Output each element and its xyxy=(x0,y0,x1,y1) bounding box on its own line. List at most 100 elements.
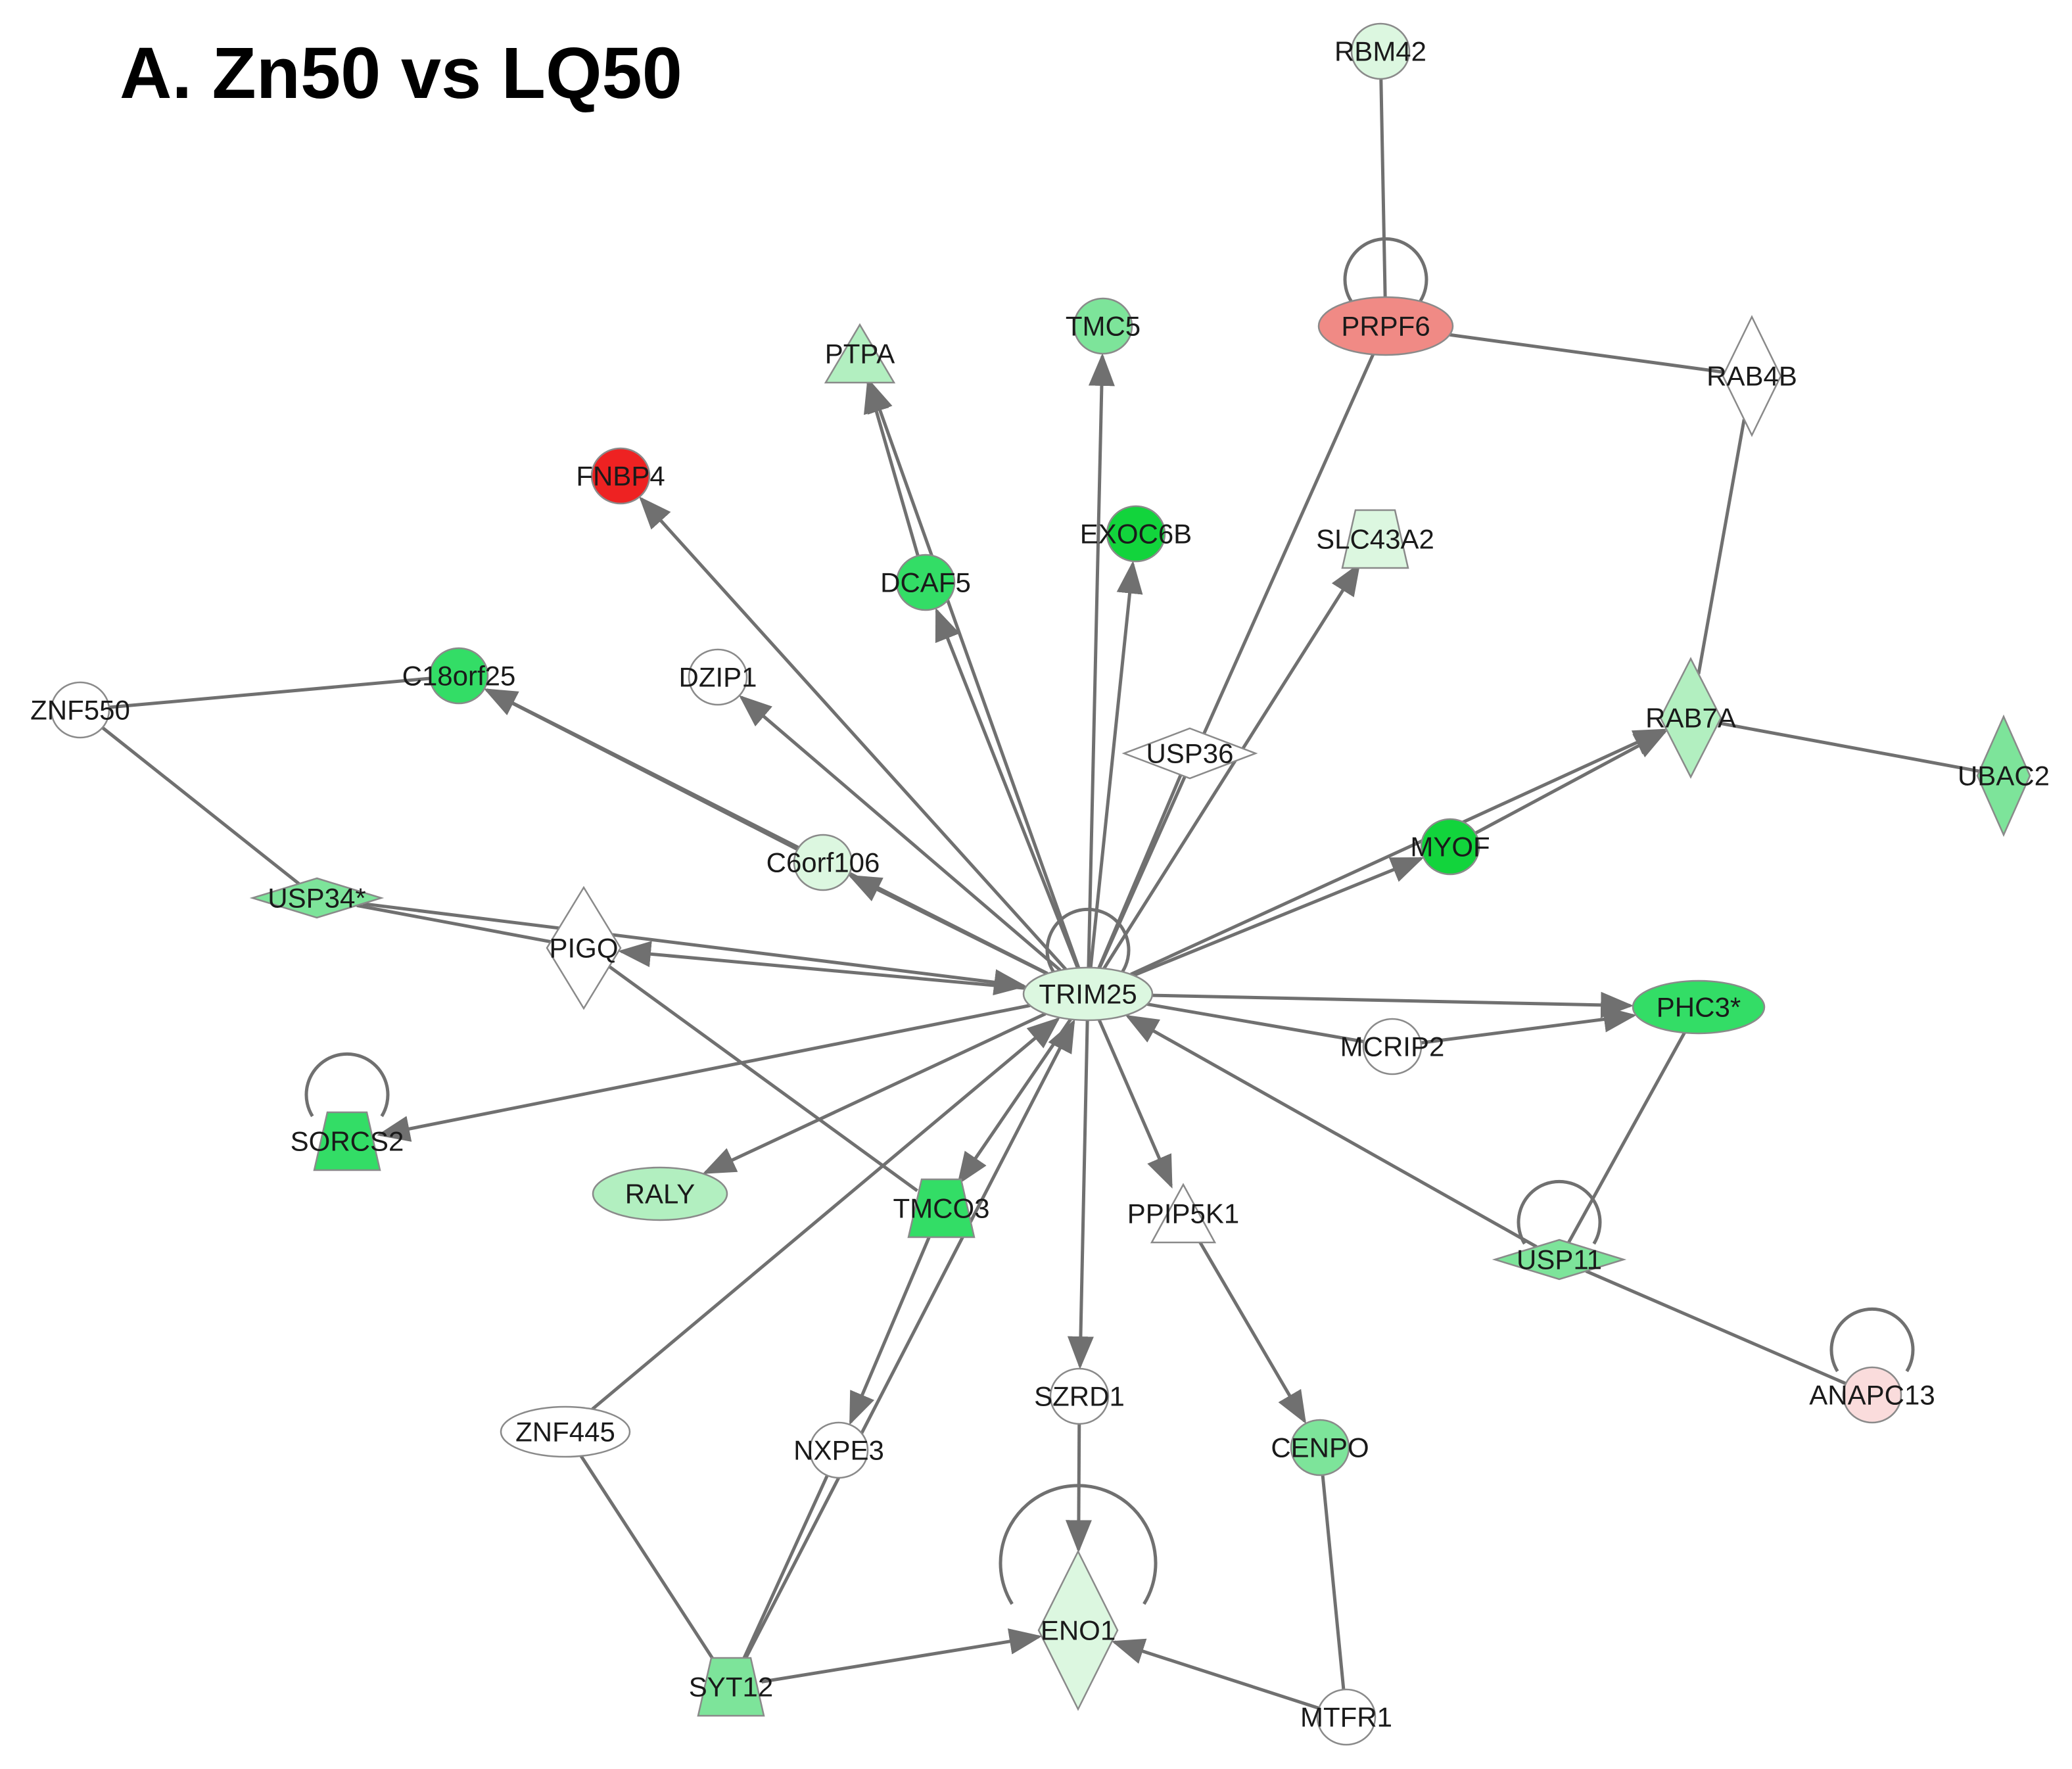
node-label: MCRIP2 xyxy=(1340,1031,1445,1062)
node-prpf6[interactable]: PRPF6 xyxy=(1317,296,1454,356)
edge-znf445-syt12 xyxy=(579,1455,717,1664)
edge-usp34-trim25 xyxy=(362,902,1027,996)
node-shape-triangle xyxy=(824,323,896,384)
edge-rbm42-prpf6 xyxy=(1379,78,1387,298)
node-shape-diamond xyxy=(1659,657,1722,779)
node-shape-circle xyxy=(1073,297,1133,355)
node-label: USP36 xyxy=(1146,738,1233,769)
node-anapc13[interactable]: ANAPC13 xyxy=(1809,1366,1935,1424)
self-loop-anapc13 xyxy=(1829,1307,1915,1373)
node-label: RALY xyxy=(625,1179,695,1210)
edge-trim25-dcaf5 xyxy=(935,607,1079,969)
node-dcaf5[interactable]: DCAF5 xyxy=(880,554,971,611)
edge-tmco3-nxpe3 xyxy=(849,1233,932,1425)
node-eno1[interactable]: ENO1 xyxy=(1037,1549,1119,1711)
node-phc3[interactable]: PHC3* xyxy=(1632,979,1766,1035)
node-trim25[interactable]: TRIM25 xyxy=(1022,966,1154,1022)
node-ppip5k1[interactable]: PPIP5K1 xyxy=(1127,1183,1239,1244)
node-label: MTFR1 xyxy=(1300,1702,1392,1733)
node-shape-circle xyxy=(1362,1018,1423,1075)
edge-usp11-anapc13 xyxy=(1585,1269,1847,1385)
node-label: UBAC2 xyxy=(1958,761,2050,791)
edge-trim25-mcrip2 xyxy=(1146,1002,1365,1043)
node-label: FNBP4 xyxy=(576,461,665,492)
node-ubac2[interactable]: UBAC2 xyxy=(1958,714,2050,837)
node-shape-diamond xyxy=(1492,1238,1627,1281)
node-label: ZNF550 xyxy=(30,695,130,726)
node-shape-ellipse xyxy=(592,1166,728,1221)
node-label: NXPE3 xyxy=(793,1435,884,1466)
edge-myof-rab7a xyxy=(1474,730,1668,835)
node-shape-diamond xyxy=(1976,714,2031,837)
node-rbm42[interactable]: RBM42 xyxy=(1334,22,1426,80)
node-label: SZRD1 xyxy=(1034,1381,1125,1412)
node-shape-diamond xyxy=(1037,1549,1119,1711)
node-shape-trapezoid xyxy=(697,1657,765,1717)
edge-ppip5k1-cenpo xyxy=(1196,1237,1307,1425)
edge-trim25-dzip1 xyxy=(738,695,1062,972)
edge-trim25-szrd1 xyxy=(1067,1020,1094,1370)
edge-trim25-rab7a xyxy=(1130,728,1667,976)
node-usp34[interactable]: USP34* xyxy=(249,877,385,919)
edge-trim25-prpf6 xyxy=(1098,354,1375,969)
node-shape-circle xyxy=(1290,1419,1350,1476)
node-rab4b[interactable]: RAB4B xyxy=(1707,315,1797,437)
node-cenpo[interactable]: CENPO xyxy=(1271,1419,1369,1476)
edge-mtfr1-eno1 xyxy=(1111,1638,1320,1710)
node-label: ANAPC13 xyxy=(1809,1380,1935,1411)
node-exoc6b[interactable]: EXOC6B xyxy=(1080,505,1192,563)
node-shape-circle xyxy=(429,647,489,705)
node-syt12[interactable]: SYT12 xyxy=(689,1657,773,1717)
edge-trim25-ppip5k1 xyxy=(1097,1019,1173,1189)
edge-rab4b-rab7a xyxy=(1697,419,1746,674)
node-shape-ellipse xyxy=(500,1405,631,1458)
node-label: SORCS2 xyxy=(291,1126,404,1157)
node-tmco3[interactable]: TMCO3 xyxy=(893,1178,990,1238)
node-znf550[interactable]: ZNF550 xyxy=(30,681,130,739)
node-shape-circle xyxy=(1420,818,1480,876)
node-fnbp4[interactable]: FNBP4 xyxy=(576,447,665,505)
node-shape-circle xyxy=(1106,505,1166,563)
edge-trim25-ptpa xyxy=(867,379,1081,969)
node-shape-trapezoid xyxy=(313,1111,381,1171)
edges-layer xyxy=(101,78,1980,1710)
node-rab7a[interactable]: RAB7A xyxy=(1645,657,1736,779)
node-c6orf106[interactable]: C6orf106 xyxy=(766,834,880,891)
node-znf445[interactable]: ZNF445 xyxy=(500,1405,631,1458)
node-szrd1[interactable]: SZRD1 xyxy=(1034,1367,1125,1425)
self-loop-trim25 xyxy=(1045,907,1131,973)
edge-znf445-trim25 xyxy=(591,1017,1060,1411)
self-loop-sorcs2 xyxy=(304,1052,390,1118)
node-shape-circle xyxy=(1316,1688,1377,1746)
node-sorcs2[interactable]: SORCS2 xyxy=(291,1111,404,1171)
node-nxpe3[interactable]: NXPE3 xyxy=(793,1421,884,1479)
node-ptpa[interactable]: PTPA xyxy=(824,323,896,384)
edge-trim25-tmco3 xyxy=(956,1018,1072,1186)
node-raly[interactable]: RALY xyxy=(592,1166,728,1221)
self-loop-prpf6 xyxy=(1343,237,1428,302)
node-label: USP11 xyxy=(1517,1244,1602,1275)
edge-trim25-exoc6b xyxy=(1089,560,1143,968)
node-myof[interactable]: MYOF xyxy=(1410,818,1490,876)
node-label: PPIP5K1 xyxy=(1127,1198,1239,1229)
node-label: TMCO3 xyxy=(893,1193,990,1224)
node-slc43a2[interactable]: SLC43A2 xyxy=(1316,509,1434,569)
node-usp36[interactable]: USP36 xyxy=(1121,727,1258,780)
node-c18orf25[interactable]: C18orf25 xyxy=(402,647,516,705)
node-shape-ellipse xyxy=(1317,296,1454,356)
node-mtfr1[interactable]: MTFR1 xyxy=(1300,1688,1392,1746)
node-label: PRPF6 xyxy=(1341,311,1430,342)
node-label: EXOC6B xyxy=(1080,519,1192,550)
node-dzip1[interactable]: DZIP1 xyxy=(678,648,757,706)
edge-trim25-tmc5 xyxy=(1087,352,1115,968)
node-pigq[interactable]: PIGQ xyxy=(546,885,622,1010)
node-usp11[interactable]: USP11 xyxy=(1492,1238,1627,1281)
node-tmc5[interactable]: TMC5 xyxy=(1066,297,1141,355)
edge-trim25-phc3 xyxy=(1152,991,1634,1018)
self-loop-usp11 xyxy=(1517,1179,1602,1245)
node-shape-circle xyxy=(1049,1367,1110,1425)
node-label: CENPO xyxy=(1271,1432,1369,1463)
edge-syt12-trim25 xyxy=(742,1019,1075,1663)
node-mcrip2[interactable]: MCRIP2 xyxy=(1340,1018,1445,1075)
edge-phc3-usp11 xyxy=(1566,1031,1686,1244)
